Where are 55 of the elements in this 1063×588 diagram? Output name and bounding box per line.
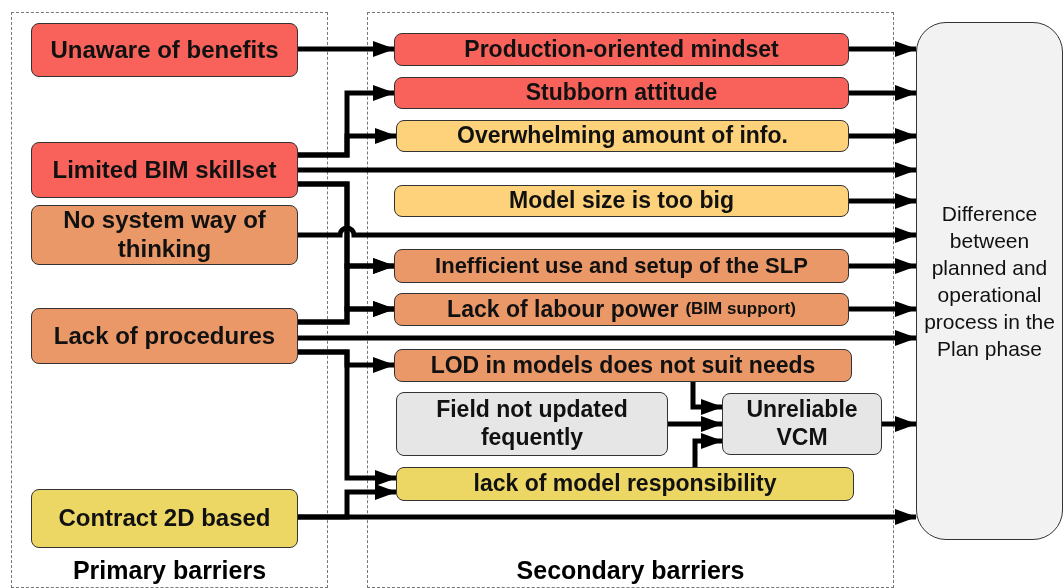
barrier-box	[394, 249, 849, 283]
box-label: LOD in models does not suit needs	[430, 351, 816, 380]
arrow	[849, 41, 917, 57]
box-label: Stubborn attitude	[525, 79, 718, 107]
box-label: Contract 2D based	[58, 504, 271, 533]
box-label: (BIM support)	[685, 299, 796, 320]
barrier-box	[31, 142, 298, 198]
group-heading: Secondary barriers	[515, 556, 746, 585]
arrow	[849, 128, 917, 144]
arrow	[849, 258, 917, 274]
box-label: Unaware of benefits	[50, 35, 279, 65]
arrow	[849, 301, 917, 317]
box-label: No system way of thinking	[62, 206, 267, 264]
outcome-box	[916, 22, 1063, 540]
arrow	[298, 41, 395, 57]
box-label: Production-oriented mindset	[464, 35, 779, 64]
arrow	[298, 225, 917, 243]
arrow	[298, 162, 917, 178]
barrier-box	[31, 308, 298, 364]
barrier-box	[396, 467, 854, 501]
arrow	[882, 416, 917, 432]
arrow	[298, 128, 397, 158]
barrier-box	[396, 120, 849, 152]
box-label: Inefficient use and setup of the SLP	[435, 252, 808, 280]
arrow	[298, 509, 917, 525]
arrow	[668, 416, 723, 432]
box-label: Overwhelming amount of info.	[457, 122, 788, 150]
barrier-box	[394, 293, 849, 326]
barrier-box	[722, 393, 882, 455]
barrier-box	[394, 349, 852, 382]
arrow	[692, 433, 723, 467]
arrow	[298, 301, 395, 325]
barrier-box	[394, 33, 849, 66]
barrier-box	[31, 489, 298, 548]
arrow	[849, 85, 917, 101]
barrier-box	[396, 392, 668, 456]
arrow	[849, 193, 917, 209]
group-frame	[367, 12, 894, 588]
box-label: Field not updated fequently	[435, 396, 629, 452]
group-frame	[11, 12, 328, 588]
barrier-box	[31, 23, 298, 77]
group-heading: Primary barriers	[71, 556, 268, 585]
arrow	[298, 330, 917, 346]
box-label: Unreliable VCM	[745, 396, 859, 452]
arrow	[298, 349, 397, 486]
box-label: Model size is too big	[509, 187, 734, 215]
barrier-box	[394, 77, 849, 109]
box-label: Limited BIM skillset	[52, 155, 277, 185]
box-label: Lack of labour power	[447, 295, 679, 324]
barrier-box	[394, 185, 849, 217]
box-label: lack of model responsibility	[473, 470, 777, 498]
box-label: Difference between planned and operational process in the Plan phase	[923, 201, 1056, 362]
barrier-box	[31, 205, 298, 265]
box-label: Lack of procedures	[53, 321, 276, 351]
arrow	[690, 382, 723, 415]
